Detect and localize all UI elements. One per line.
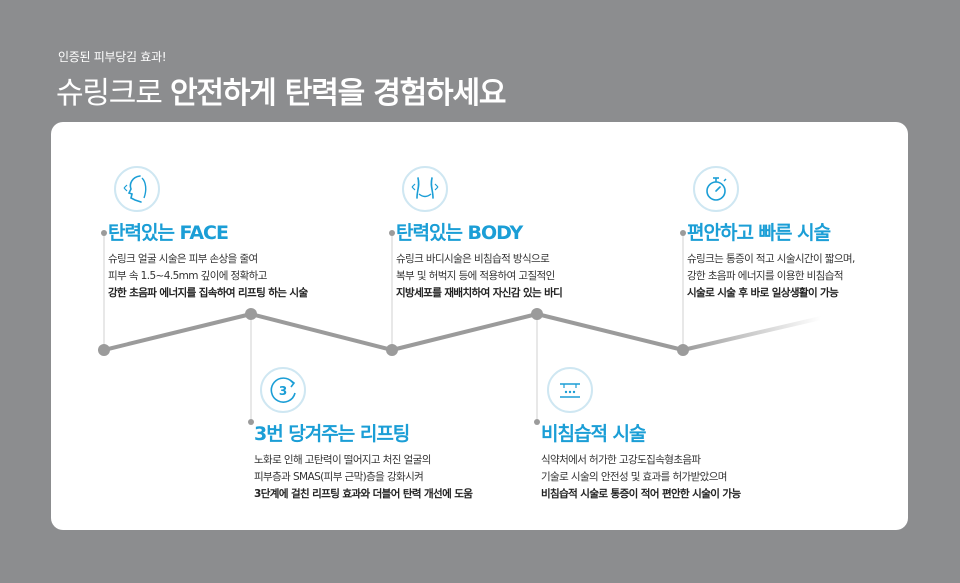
node-fast bbox=[677, 344, 689, 356]
desc-line: 피부 속 1.5~4.5mm 깊이에 정확하고 bbox=[108, 270, 267, 282]
headline-bold: 안전하게 탄력을 경험하세요 bbox=[169, 76, 506, 111]
node-face bbox=[98, 344, 110, 356]
node-body bbox=[386, 344, 398, 356]
desc-line: 식약처에서 허가한 고강도집속형초음파 bbox=[541, 454, 701, 466]
node-lifting bbox=[245, 308, 257, 320]
face-profile-icon bbox=[114, 166, 160, 212]
node-noninvasive bbox=[531, 308, 543, 320]
headline-light: 슈링크로 bbox=[56, 76, 163, 111]
title-dot-noninvasive bbox=[534, 419, 540, 425]
desc-line: 슈링크는 통증이 적고 시술시간이 짧으며, bbox=[687, 253, 855, 265]
feature-body: 탄력있는 BODY 슈링크 바디시술은 비침습적 방식으로 복부 및 허벅지 등… bbox=[396, 166, 563, 302]
three-rotation-icon: 3 bbox=[260, 367, 306, 413]
desc-line: 복부 및 허벅지 등에 적용하여 고질적인 bbox=[396, 270, 555, 282]
desc-line: 슈링크 바디시술은 비침습적 방식으로 bbox=[396, 253, 550, 265]
features-card: 탄력있는 FACE 슈링크 얼굴 시술은 피부 손상을 줄여 피부 속 1.5~… bbox=[51, 122, 908, 530]
feature-desc-fast: 슈링크는 통증이 적고 시술시간이 짧으며, 강한 초음파 에너지를 이용한 비… bbox=[687, 251, 855, 302]
feature-lifting: 3 3번 당겨주는 리프팅 노화로 인해 고탄력이 떨어지고 처진 얼굴의 피부… bbox=[254, 367, 473, 503]
title-dot-lifting bbox=[248, 419, 254, 425]
feature-desc-noninvasive: 식약처에서 허가한 고강도집속형초음파 기술로 시술의 안전성 및 효과를 허가… bbox=[541, 452, 741, 503]
feature-desc-face: 슈링크 얼굴 시술은 피부 손상을 줄여 피부 속 1.5~4.5mm 깊이에 … bbox=[108, 251, 308, 302]
stopwatch-icon bbox=[693, 166, 739, 212]
icon-number: 3 bbox=[279, 384, 287, 398]
feature-desc-body: 슈링크 바디시술은 비침습적 방식으로 복부 및 허벅지 등에 적용하여 고질적… bbox=[396, 251, 563, 302]
feature-title-body: 탄력있는 BODY bbox=[396, 222, 523, 244]
feature-face: 탄력있는 FACE 슈링크 얼굴 시술은 피부 손상을 줄여 피부 속 1.5~… bbox=[108, 166, 308, 302]
timeline-graphic bbox=[98, 230, 822, 425]
desc-line: 강한 초음파 에너지를 이용한 비침습적 bbox=[687, 270, 844, 282]
feature-noninvasive: 비침습적 시술 식약처에서 허가한 고강도집속형초음파 기술로 시술의 안전성 … bbox=[541, 367, 741, 503]
desc-line: 슈링크 얼굴 시술은 피부 손상을 줄여 bbox=[108, 253, 258, 265]
feature-title-face: 탄력있는 FACE bbox=[108, 222, 229, 244]
desc-bold-line: 강한 초음파 에너지를 집속하여 리프팅 하는 시술 bbox=[108, 287, 308, 299]
title-dot-body bbox=[389, 230, 395, 236]
skin-layer-icon bbox=[547, 367, 593, 413]
desc-bold-line: 시술로 시술 후 바로 일상생활이 가능 bbox=[687, 287, 839, 299]
desc-line: 노화로 인해 고탄력이 떨어지고 처진 얼굴의 bbox=[254, 454, 431, 466]
feature-title-lifting: 3번 당겨주는 리프팅 bbox=[254, 423, 410, 445]
body-waist-icon bbox=[402, 166, 448, 212]
feature-title-noninvasive: 비침습적 시술 bbox=[541, 423, 646, 445]
desc-bold-line: 비침습적 시술로 통증이 적어 편안한 시술이 가능 bbox=[541, 488, 741, 500]
desc-bold-line: 3단계에 걸친 리프팅 효과와 더블어 탄력 개선에 도움 bbox=[254, 488, 473, 500]
desc-line: 기술로 시술의 안전성 및 효과를 허가받았으며 bbox=[541, 471, 727, 483]
desc-line: 피부층과 SMAS(피부 근막)층을 강화시켜 bbox=[254, 471, 424, 483]
zigzag-tail bbox=[682, 316, 822, 352]
feature-title-fast: 편안하고 빠른 시술 bbox=[687, 222, 831, 244]
title-dot-face bbox=[101, 230, 107, 236]
title-dot-fast bbox=[680, 230, 686, 236]
page-headline: 슈링크로 안전하게 탄력을 경험하세요 bbox=[56, 68, 506, 112]
feature-fast: 편안하고 빠른 시술 슈링크는 통증이 적고 시술시간이 짧으며, 강한 초음파… bbox=[687, 166, 855, 302]
eyebrow-text: 인증된 피부당김 효과! bbox=[58, 50, 167, 64]
desc-bold-line: 지방세포를 재배치하여 자신감 있는 바디 bbox=[396, 287, 563, 299]
feature-desc-lifting: 노화로 인해 고탄력이 떨어지고 처진 얼굴의 피부층과 SMAS(피부 근막)… bbox=[254, 452, 473, 503]
